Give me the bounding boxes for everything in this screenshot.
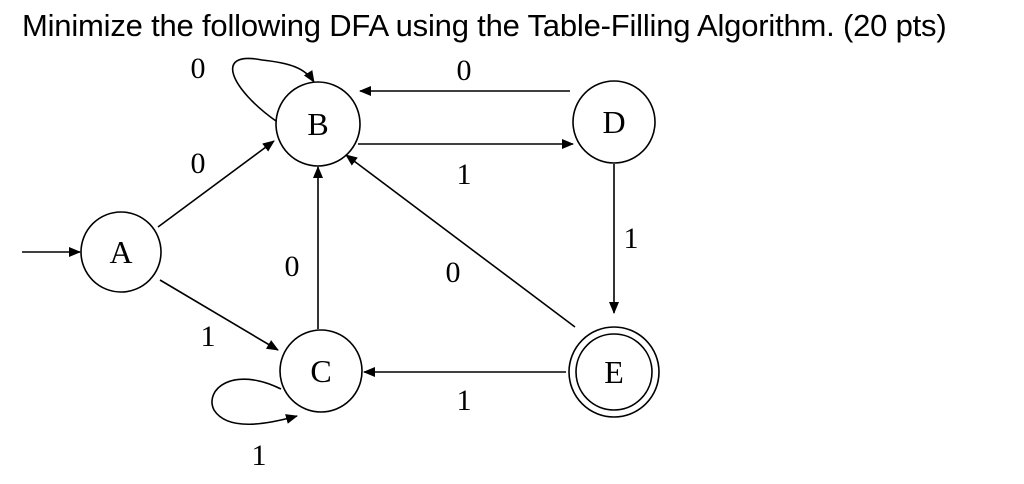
state-e-accept-ring [575,333,653,411]
label-b-b: 0 [191,52,206,85]
state-d-label: D [602,104,625,140]
edge-a-c [159,279,279,351]
state-c-label: C [310,353,331,389]
label-a-c: 1 [201,320,216,353]
label-d-e: 1 [624,222,639,255]
label-c-b: 0 [285,250,300,283]
label-b-d: 1 [457,158,472,191]
state-a: A [80,211,162,293]
state-e: E [568,326,660,418]
state-b-label: B [307,106,328,142]
edge-c-c-loop [211,378,298,426]
edge-b-b-loop [231,57,315,122]
edge-e-b [345,154,576,328]
label-e-b: 0 [446,256,461,289]
state-a-label: A [109,234,132,270]
question-title: Minimize the following DFA using the Tab… [22,8,947,43]
label-d-b: 0 [457,54,472,87]
state-d: D [572,80,656,164]
label-a-b: 0 [191,147,206,180]
edge-a-b [157,140,275,228]
state-b: B [275,81,361,167]
label-e-c: 1 [457,384,472,417]
state-e-label: E [604,354,624,390]
state-c: C [279,329,363,413]
label-c-c: 1 [252,439,267,472]
